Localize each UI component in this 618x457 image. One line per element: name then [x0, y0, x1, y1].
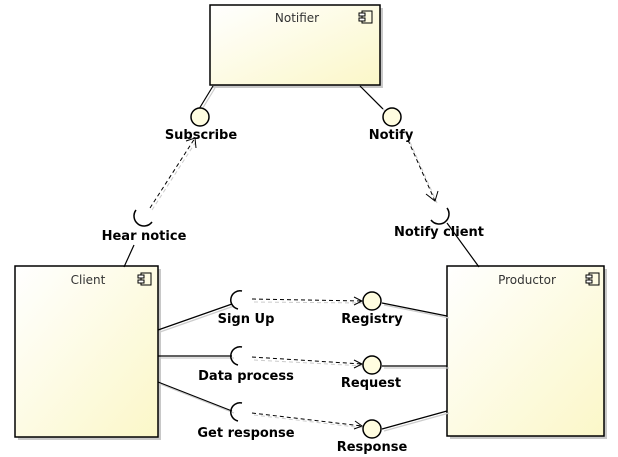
component-icon: [137, 272, 152, 286]
notify-client-label: Notify client: [394, 225, 484, 240]
notifier-component[interactable]: Notifier: [209, 4, 383, 88]
registry-interface-icon[interactable]: [362, 291, 382, 311]
data-process-socket-icon[interactable]: [230, 346, 243, 366]
productor-component[interactable]: Productor: [446, 265, 607, 439]
sign-up-label: Sign Up: [218, 312, 275, 327]
subscribe-label: Subscribe: [165, 128, 238, 143]
get-response-label: Get response: [197, 426, 294, 441]
dependency-arrows: [149, 137, 439, 430]
response-label: Response: [337, 440, 408, 455]
response-interface-icon[interactable]: [362, 419, 382, 439]
get-response-socket-icon[interactable]: [230, 402, 243, 422]
productor-title: Productor: [498, 273, 556, 287]
client-component[interactable]: Client: [14, 265, 161, 440]
hear-notice-label: Hear notice: [102, 229, 187, 244]
data-process-label: Data process: [198, 369, 294, 384]
hear-notice-socket-icon[interactable]: [133, 209, 153, 227]
component-icon: [585, 272, 600, 286]
notify-interface-icon[interactable]: [382, 107, 402, 127]
notifier-title: Notifier: [275, 11, 319, 25]
registry-label: Registry: [341, 312, 403, 327]
notify-label: Notify: [369, 128, 414, 143]
subscribe-interface-icon[interactable]: [190, 107, 210, 127]
component-icon: [358, 10, 373, 24]
connector-lines: [123, 85, 480, 432]
client-title: Client: [71, 273, 106, 287]
sign-up-socket-icon[interactable]: [230, 290, 243, 310]
request-interface-icon[interactable]: [362, 355, 382, 375]
notify-client-socket-icon[interactable]: [430, 207, 450, 225]
request-label: Request: [341, 376, 401, 391]
